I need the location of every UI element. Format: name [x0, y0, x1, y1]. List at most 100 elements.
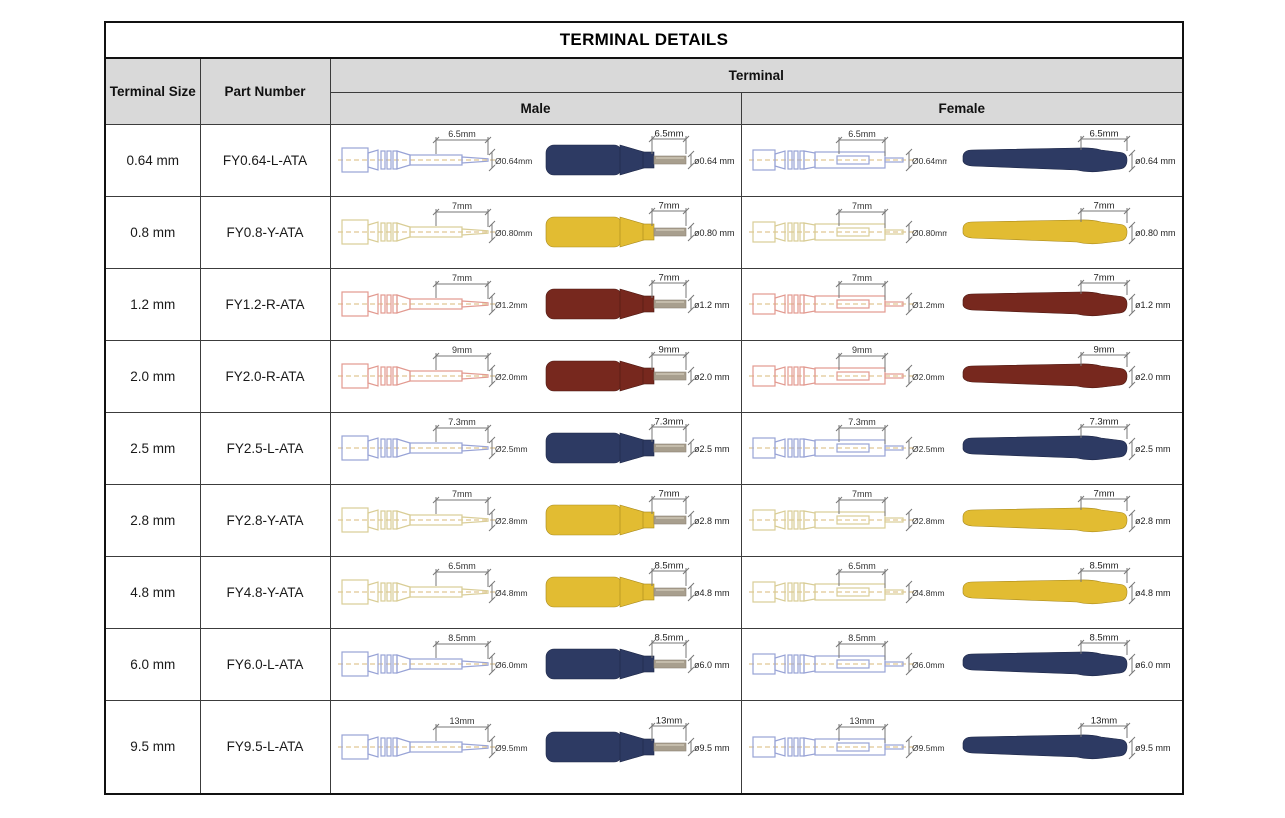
- female-photo-diameter-label: ø9.5 mm: [1135, 743, 1171, 753]
- female-photo-image: 8.5mm ø6.0 mm: [962, 633, 1171, 677]
- terminal-size-cell: 0.64 mm: [104, 123, 201, 197]
- female-drawing-image: 7.3mm Ø2.5mm: [748, 417, 944, 460]
- part-number-cell: FY4.8-Y-ATA: [199, 555, 331, 629]
- female-drawing-image: 8.5mm Ø6.0mm: [748, 633, 945, 676]
- male-drawing-length-label: 7.3mm: [448, 417, 476, 427]
- table-row: 4.8 mm FY4.8-Y-ATA: [104, 555, 1184, 629]
- female-terminal-cell: 7.3mm Ø2.5mm 7.3: [740, 411, 1184, 485]
- table-row: 6.0 mm FY6.0-L-ATA: [104, 627, 1184, 701]
- male-terminal-cell: 6.5mm Ø4.8mm: [329, 555, 742, 629]
- female-drawing-length-label: 6.5mm: [848, 129, 876, 139]
- terminal-details-table: TERMINAL DETAILS Terminal Size Part Numb…: [104, 21, 1184, 795]
- male-terminal-cell: 6.5mm Ø0.64mm: [329, 123, 742, 197]
- male-drawing-image: 7mm Ø0.80mm: [337, 201, 532, 245]
- female-photo-diameter-label: ø6.0 mm: [1135, 660, 1171, 670]
- female-drawing-image: 7mm Ø0.80mm: [748, 201, 947, 244]
- female-drawing-diameter-label: Ø2.8mm: [912, 516, 945, 526]
- male-drawing-image: 7mm Ø2.8mm: [337, 489, 527, 533]
- female-drawing-diameter-label: Ø6.0mm: [912, 660, 945, 670]
- male-photo-diameter-label: ø1.2 mm: [694, 300, 730, 310]
- female-photo-image: 9mm ø2.0 mm: [962, 345, 1171, 389]
- part-number-cell: FY0.64-L-ATA: [199, 123, 331, 197]
- male-terminal-cell: 8.5mm Ø6.0mm: [329, 627, 742, 701]
- table-row: 9.5 mm FY9.5-L-ATA: [104, 699, 1184, 795]
- female-terminal-cell: 7mm Ø0.80mm 7mm: [740, 195, 1184, 269]
- table-row: 1.2 mm FY1.2-R-ATA: [104, 267, 1184, 341]
- female-photo-image: 13mm ø9.5 mm: [962, 715, 1171, 760]
- male-drawing-diameter-label: Ø4.8mm: [495, 588, 528, 598]
- female-terminal-cell: 8.5mm Ø6.0mm 8.5: [740, 627, 1184, 701]
- male-photo-length-label: 9mm: [658, 345, 679, 356]
- male-photo-length-label: 13mm: [655, 715, 681, 726]
- table-row: 2.0 mm FY2.0-R-ATA: [104, 339, 1184, 413]
- male-drawing-image: 8.5mm Ø6.0mm: [337, 633, 527, 677]
- male-photo-length-label: 8.5mm: [654, 633, 683, 644]
- part-number-cell: FY6.0-L-ATA: [199, 627, 331, 701]
- female-terminal-cell: 7mm Ø2.8mm 7mm: [740, 483, 1184, 557]
- part-number-cell: FY9.5-L-ATA: [199, 699, 331, 795]
- female-photo-diameter-label: ø2.0 mm: [1135, 372, 1171, 382]
- table-row: 0.64 mm FY0.64-L-ATA: [104, 123, 1184, 197]
- terminal-size-cell: 0.8 mm: [104, 195, 201, 269]
- female-photo-diameter-label: ø1.2 mm: [1135, 300, 1171, 310]
- female-photo-image: 7mm ø2.8 mm: [962, 489, 1171, 533]
- female-drawing-diameter-label: Ø0.64mm: [912, 156, 947, 166]
- terminal-details-sheet: TERMINAL DETAILS Terminal Size Part Numb…: [104, 21, 1184, 795]
- female-drawing-diameter-label: Ø4.8mm: [912, 588, 945, 598]
- female-photo-length-label: 9mm: [1093, 345, 1114, 356]
- part-number-cell: FY2.8-Y-ATA: [199, 483, 331, 557]
- male-drawing-length-label: 8.5mm: [448, 633, 476, 643]
- female-terminal-cell: 6.5mm Ø4.8mm 8.5: [740, 555, 1184, 629]
- female-photo-length-label: 7mm: [1093, 201, 1114, 212]
- male-photo-length-label: 7.3mm: [654, 417, 683, 428]
- female-drawing-image: 7mm Ø1.2mm: [748, 273, 944, 316]
- female-drawing-image: 6.5mm Ø4.8mm: [748, 561, 945, 604]
- male-photo-image: 7mm ø2.8 mm: [545, 489, 730, 536]
- male-photo-diameter-label: ø2.0 mm: [694, 372, 730, 382]
- female-photo-length-label: 7.3mm: [1089, 417, 1118, 428]
- terminal-size-cell: 2.8 mm: [104, 483, 201, 557]
- male-photo-diameter-label: ø2.8 mm: [694, 516, 730, 526]
- male-terminal-cell: 7mm Ø1.2mm: [329, 267, 742, 341]
- header-male: Male: [329, 91, 742, 125]
- female-drawing-length-label: 7mm: [852, 273, 872, 283]
- table-row: 2.8 mm FY2.8-Y-ATA: [104, 483, 1184, 557]
- male-photo-image: 7mm ø0.80 mm: [545, 201, 734, 248]
- male-photo-image: 8.5mm ø4.8 mm: [545, 561, 730, 608]
- female-photo-length-label: 8.5mm: [1089, 561, 1118, 572]
- female-photo-image: 7mm ø0.80 mm: [962, 201, 1176, 245]
- female-photo-diameter-label: ø4.8 mm: [1135, 588, 1171, 598]
- terminal-size-cell: 6.0 mm: [104, 627, 201, 701]
- female-photo-diameter-label: ø2.8 mm: [1135, 516, 1171, 526]
- male-photo-image: 8.5mm ø6.0 mm: [545, 633, 729, 680]
- female-photo-diameter-label: ø2.5 mm: [1135, 444, 1171, 454]
- header-part-number: Part Number: [199, 57, 331, 125]
- part-number-cell: FY2.5-L-ATA: [199, 411, 331, 485]
- female-drawing-image: 13mm Ø9.5mm: [748, 716, 944, 759]
- female-photo-diameter-label: ø0.64 mm: [1135, 156, 1176, 166]
- male-photo-length-label: 8.5mm: [654, 561, 683, 572]
- female-photo-length-label: 7mm: [1093, 273, 1114, 284]
- male-drawing-image: 7.3mm Ø2.5mm: [337, 417, 527, 461]
- terminal-size-cell: 1.2 mm: [104, 267, 201, 341]
- male-drawing-image: 9mm Ø2.0mm: [337, 345, 527, 389]
- female-terminal-cell: 13mm Ø9.5mm 13mm: [740, 699, 1184, 795]
- part-number-cell: FY0.8-Y-ATA: [199, 195, 331, 269]
- male-photo-image: 13mm ø9.5 mm: [545, 715, 729, 763]
- header-terminal: Terminal: [329, 57, 1184, 93]
- male-drawing-length-label: 9mm: [452, 345, 472, 355]
- male-terminal-cell: 13mm Ø9.5mm: [329, 699, 742, 795]
- male-drawing-length-label: 6.5mm: [448, 129, 476, 139]
- female-drawing-length-label: 6.5mm: [848, 561, 876, 571]
- male-photo-diameter-label: ø4.8 mm: [694, 588, 730, 598]
- female-photo-image: 7.3mm ø2.5 mm: [962, 417, 1171, 461]
- part-number-cell: FY1.2-R-ATA: [199, 267, 331, 341]
- terminal-size-cell: 2.5 mm: [104, 411, 201, 485]
- male-terminal-cell: 7.3mm Ø2.5mm: [329, 411, 742, 485]
- terminal-size-cell: 4.8 mm: [104, 555, 201, 629]
- female-terminal-cell: 6.5mm Ø0.64mm 6.: [740, 123, 1184, 197]
- female-drawing-length-label: 7mm: [852, 489, 872, 499]
- male-drawing-length-label: 7mm: [452, 201, 472, 211]
- male-drawing-image: 13mm Ø9.5mm: [337, 716, 527, 760]
- female-drawing-diameter-label: Ø0.80mm: [912, 228, 947, 238]
